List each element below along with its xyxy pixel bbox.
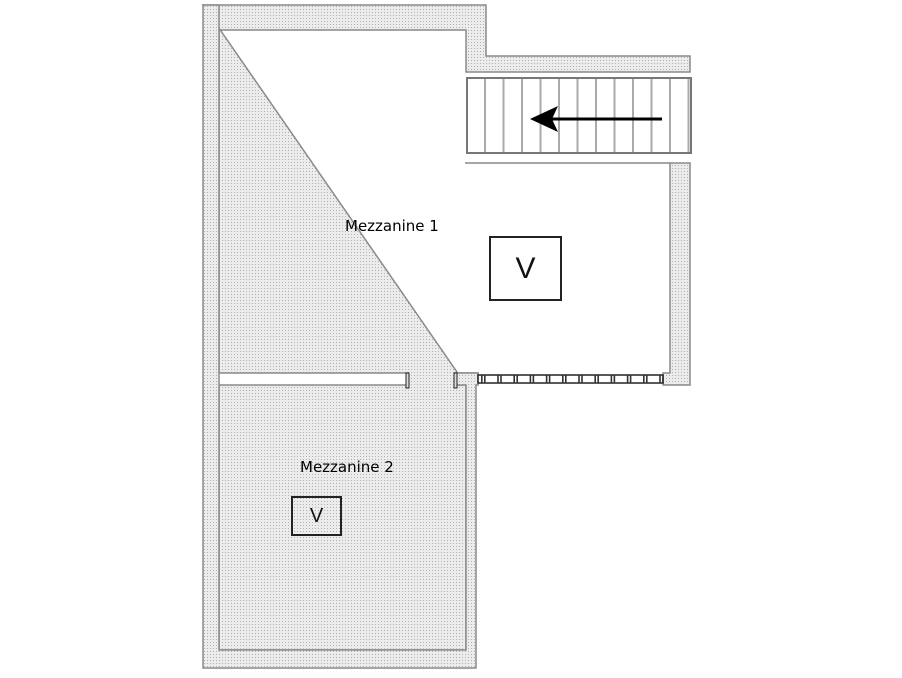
baluster: [516, 375, 518, 383]
baluster: [613, 375, 616, 383]
baluster: [594, 375, 596, 383]
baluster: [578, 375, 580, 383]
door-jamb-left: [405, 372, 410, 389]
room-marker-mezzanine-1: V: [489, 236, 562, 301]
door-jamb-right: [453, 372, 458, 389]
baluster: [646, 375, 648, 383]
baluster: [626, 375, 629, 383]
railing: [477, 374, 664, 384]
room-marker-mezzanine-2: V: [291, 496, 342, 536]
baluster: [659, 375, 661, 383]
baluster: [643, 375, 645, 383]
staircase: [465, 77, 692, 164]
baluster: [532, 375, 535, 383]
baluster: [662, 375, 664, 383]
baluster: [497, 375, 499, 383]
baluster: [562, 375, 564, 383]
baluster: [565, 375, 567, 383]
baluster: [629, 375, 632, 383]
stair-arrow-icon: [530, 106, 662, 132]
baluster: [610, 375, 613, 383]
wall-mezzanine-2-right: [202, 4, 479, 669]
wall-right: [662, 162, 691, 386]
baluster: [500, 375, 502, 383]
baluster: [581, 375, 583, 383]
baluster: [548, 375, 551, 383]
baluster: [529, 375, 532, 383]
baluster: [597, 375, 599, 383]
baluster: [481, 375, 483, 383]
baluster: [484, 375, 486, 383]
baluster: [545, 375, 548, 383]
room-label-mezzanine-2: Mezzanine 2: [300, 458, 394, 476]
baluster: [513, 375, 515, 383]
room-label-mezzanine-1: Mezzanine 1: [345, 217, 439, 235]
